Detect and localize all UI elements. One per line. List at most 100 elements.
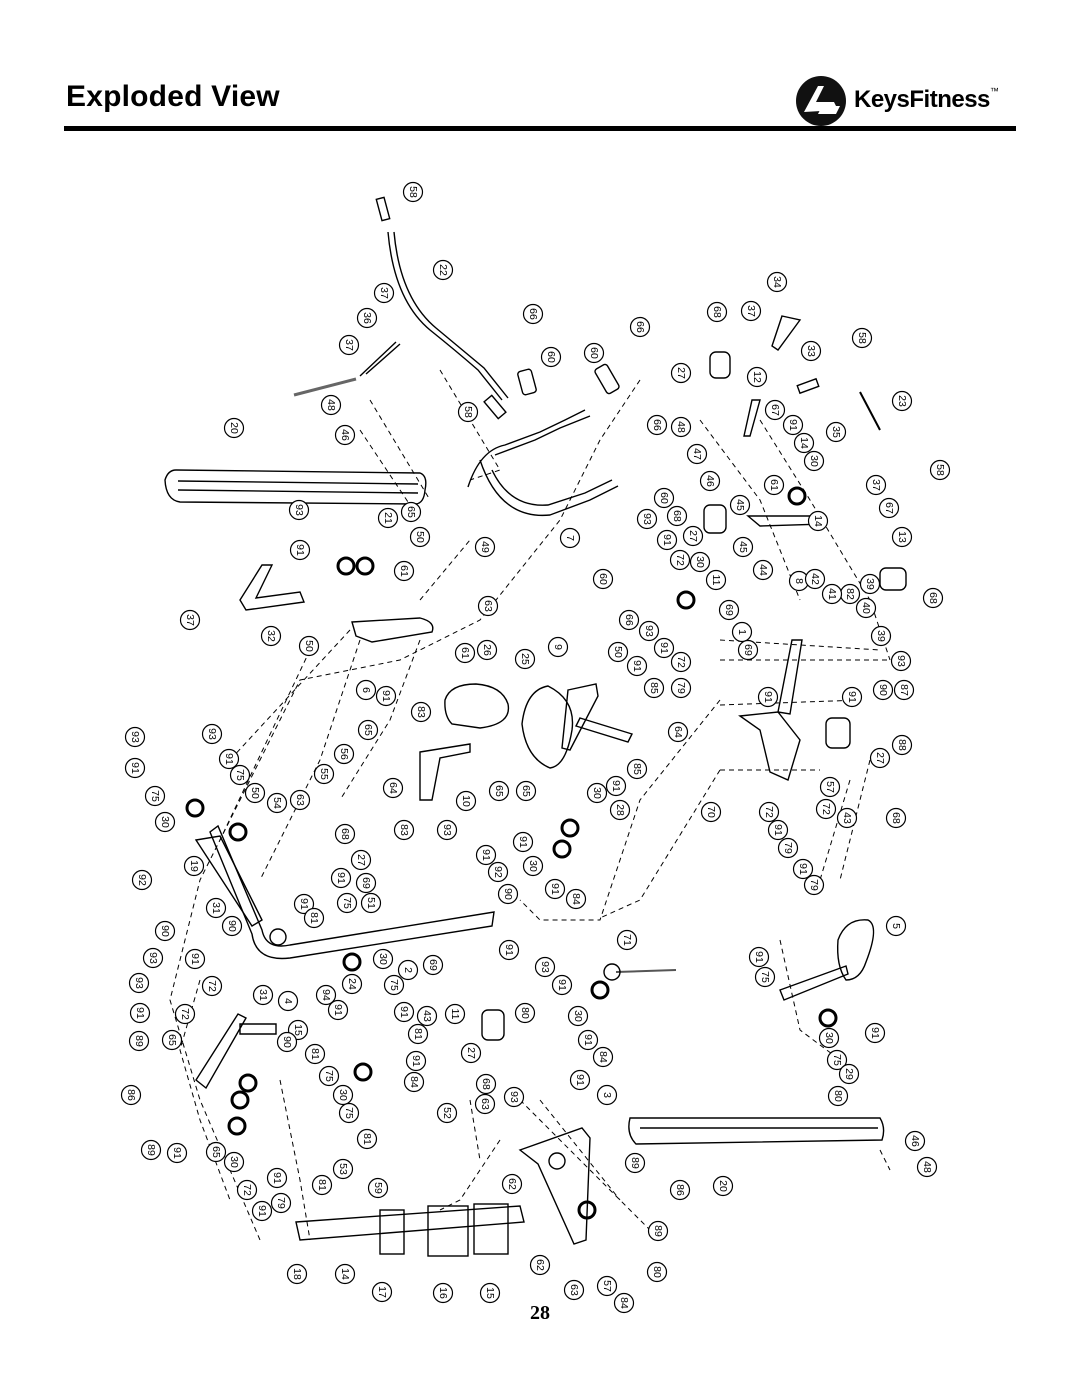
callout-circle [922,587,944,609]
callout-circle [613,1292,635,1314]
callout-label: 30 [694,556,706,568]
part-callout: 91 [767,819,789,841]
callout-circle [293,893,315,915]
callout-circle [221,915,243,937]
callout-circle [276,1031,298,1053]
callout-label: 16 [437,1287,449,1299]
part-callout: 58 [851,327,873,349]
callout-label: 11 [710,575,722,586]
callout-circle [129,1002,151,1024]
part-callout: 84 [403,1071,425,1093]
callout-circle [229,764,251,786]
callout-label: 30 [808,455,820,467]
callout-circle [332,1158,354,1180]
part-callout: 20 [712,1175,734,1197]
part-callout: 31 [205,897,227,919]
pulley-30-f [552,839,572,859]
callout-label: 75 [343,1107,355,1119]
callout-circle [477,595,499,617]
callout-circle [266,792,288,814]
part-callout: 14 [793,432,815,454]
part-callout: 80 [646,1261,668,1283]
part-callout: 60 [583,342,605,364]
part-callout: 93 [636,508,658,530]
callout-circle [201,723,223,745]
part-callout: 58 [457,401,479,423]
guide-c [229,629,421,801]
callout-label: 81 [308,912,320,924]
callout-label: 56 [338,748,350,760]
callout-label: 27 [355,854,367,866]
part-callout: 79 [270,1192,292,1214]
callout-label: 84 [570,893,582,905]
weight-15 [473,1203,509,1255]
callout-circle [757,686,779,708]
part-callout: 79 [803,874,825,896]
part-callout: 68 [922,587,944,609]
callout-label: 81 [412,1028,424,1040]
callout-circle [436,1102,458,1124]
callout-label: 12 [751,371,763,383]
callout-circle [804,568,826,590]
part-callout: 72 [670,651,692,673]
callout-label: 91 [846,691,858,703]
callout-label: 60 [545,351,557,363]
callout-label: 59 [372,1182,384,1194]
callout-circle [740,300,762,322]
roller-27-mid [703,504,727,534]
part-callout: 61 [393,560,415,582]
part-callout: 43 [416,1005,438,1027]
callout-circle [815,798,837,820]
callout-circle [183,855,205,877]
part-callout: 31 [252,984,274,1006]
callout-label: 91 [549,883,561,895]
part-callout: 75 [826,1049,848,1071]
pulley-30-j [238,1073,258,1093]
callout-circle [551,974,573,996]
callout-label: 66 [651,419,663,431]
trademark-mark: ™ [989,86,999,96]
part-callout: 49 [474,536,496,558]
part-callout: 1 [731,621,753,643]
part-callout: 91 [266,1167,288,1189]
callout-label: 72 [179,1008,191,1020]
callout-circle [686,443,708,465]
callout-label: 82 [844,588,856,600]
part-callout: 69 [737,639,759,661]
part-callout: 91 [251,1200,273,1222]
part-callout: 26 [476,639,498,661]
arm-12 [743,399,761,437]
part-callout: 45 [729,494,751,516]
callout-circle [457,401,479,423]
callout-label: 33 [805,345,817,357]
callout-label: 90 [877,684,889,696]
callout-label: 60 [658,492,670,504]
callout-circle [144,785,166,807]
callout-label: 48 [325,399,337,411]
callout-circle [626,655,648,677]
part-callout: 30 [522,855,544,877]
part-callout: 91 [864,1022,886,1044]
part-callout: 36 [356,307,378,329]
part-callout: 75 [754,966,776,988]
part-callout: 7 [559,527,581,549]
part-callout: 30 [689,551,711,573]
callout-label: 2 [402,967,414,973]
part-callout: 91 [626,655,648,677]
callout-label: 61 [768,479,780,491]
part-callout: 89 [647,1220,669,1242]
part-callout: 90 [497,883,519,905]
part-callout: 57 [596,1275,618,1297]
callout-label: 65 [493,785,505,797]
callout-label: 66 [527,308,539,320]
part-callout: 94 [315,984,337,1006]
callout-label: 52 [441,1107,453,1119]
callout-label: 93 [133,977,145,989]
part-callout: 12 [746,366,768,388]
part-callout: 37 [865,474,887,496]
callout-circle [371,1281,393,1303]
callout-label: 68 [480,1078,492,1090]
callout-circle [838,1063,860,1085]
callout-circle [669,1179,691,1201]
guide-b [219,539,471,881]
